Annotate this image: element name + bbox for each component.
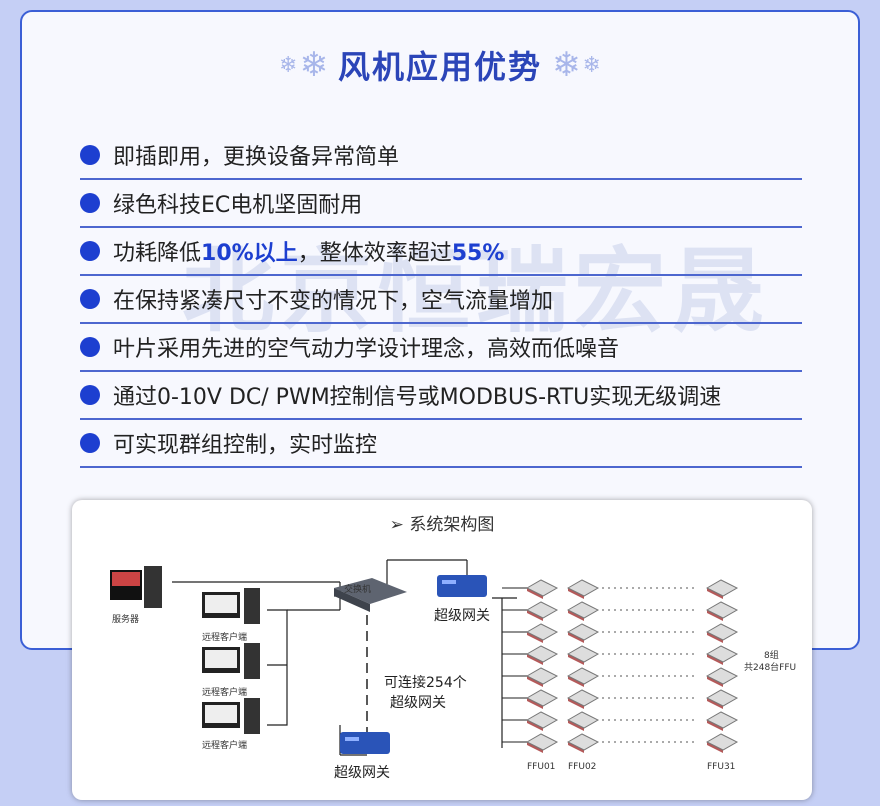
feature-text: 功耗降低10%以上，整体效率超过55%	[113, 235, 504, 267]
feature-text: 可实现群组控制，实时监控	[113, 427, 377, 459]
bullet-dot-icon	[80, 385, 100, 405]
ffu-unit-icon	[705, 645, 739, 665]
group-note: 8组	[764, 651, 779, 661]
bullet-dot-icon	[80, 289, 100, 309]
ffu-unit-icon	[566, 623, 600, 643]
snowflake-right-icon: ❄❄	[552, 45, 601, 85]
bullet-dot-icon	[80, 145, 100, 165]
client-computer-icon	[202, 588, 260, 624]
feature-text-part: 功耗降低	[113, 241, 202, 266]
gateway-label: 超级网关	[434, 608, 490, 624]
ffu-unit-icon	[705, 579, 739, 599]
switch-icon	[334, 578, 407, 612]
feature-item: 功耗降低10%以上，整体效率超过55%	[80, 228, 802, 276]
feature-text-part: ，整体效率超过	[297, 241, 452, 266]
ffu-unit-icon	[525, 579, 559, 599]
feature-item: 通过0-10V DC/ PWM控制信号或MODBUS-RTU实现无级调速	[80, 372, 802, 420]
ffu-unit-icon	[705, 601, 739, 621]
ffu-unit-icon	[705, 623, 739, 643]
client-label: 远程客户端	[202, 741, 248, 751]
feature-text: 即插即用，更换设备异常简单	[113, 139, 399, 171]
feature-text-part: 在保持紧凑尺寸不变的情况下，空气流量增加	[113, 289, 554, 314]
client-icon	[202, 588, 260, 734]
ffu-unit-icon	[566, 689, 600, 709]
watermark: 北京恒瑞宏晟	[182, 238, 771, 345]
ffu-unit-icon	[566, 579, 600, 599]
gateway-bottom-icon	[340, 732, 390, 754]
ffu-unit-icon	[525, 623, 559, 643]
client-label: 远程客户端	[202, 688, 248, 698]
feature-item: 可实现群组控制，实时监控	[80, 420, 802, 468]
line-clients-bus	[267, 609, 288, 726]
ffu-unit-icon	[525, 667, 559, 687]
ffu-unit-icon	[566, 733, 600, 753]
architecture-graphic	[110, 559, 739, 756]
feature-item: 绿色科技EC电机坚固耐用	[80, 180, 802, 228]
ffu-unit-icon	[705, 667, 739, 687]
feature-text-part: 绿色科技EC电机坚固耐用	[113, 193, 363, 218]
ffu-unit-icon	[566, 601, 600, 621]
feature-item: 在保持紧凑尺寸不变的情况下，空气流量增加	[80, 276, 802, 324]
ffu-unit-icon	[566, 667, 600, 687]
gateway-bottom-label: 超级网关	[334, 765, 390, 781]
ffu-unit-icon	[525, 601, 559, 621]
ffu-label: FFU31	[707, 762, 736, 772]
ffu-unit-icon	[525, 645, 559, 665]
bullet-dot-icon	[80, 337, 100, 357]
feature-highlight: 55%	[451, 241, 505, 266]
feature-text-part: 通过0-10V DC/ PWM控制信号或MODBUS-RTU实现无级调速	[113, 385, 722, 410]
feature-text-part: 即插即用，更换设备异常简单	[113, 145, 400, 170]
ffu-label: FFU02	[568, 762, 597, 772]
title-row: ❄❄ 风机应用优势 ❄❄	[22, 42, 858, 88]
ffu-unit-icon	[525, 711, 559, 731]
feature-text-part: 叶片采用先进的空气动力学设计理念，高效而低噪音	[113, 337, 620, 362]
ffu-grid	[502, 579, 739, 753]
bullet-dot-icon	[80, 193, 100, 213]
ffu-unit-icon	[705, 711, 739, 731]
server-label: 服务器	[112, 615, 140, 625]
bullet-dot-icon	[80, 241, 100, 261]
ffu-unit-icon	[566, 645, 600, 665]
bullet-dot-icon	[80, 433, 100, 453]
feature-text: 叶片采用先进的空气动力学设计理念，高效而低噪音	[113, 331, 619, 363]
feature-text-part: 可实现群组控制，实时监控	[113, 433, 378, 458]
ffu-unit-icon	[705, 689, 739, 709]
feature-text: 在保持紧凑尺寸不变的情况下，空气流量增加	[113, 283, 553, 315]
connect-note: 超级网关	[390, 695, 446, 711]
group-note: 共248台FFU	[744, 663, 797, 673]
gateway-icon	[437, 575, 487, 597]
feature-item: 即插即用，更换设备异常简单	[80, 132, 802, 180]
connect-note: 可连接254个	[384, 675, 467, 691]
feature-highlight: 10%以上	[201, 241, 298, 266]
client-computer-icon	[202, 643, 260, 679]
feature-item: 叶片采用先进的空气动力学设计理念，高效而低噪音	[80, 324, 802, 372]
ffu-unit-icon	[525, 689, 559, 709]
ffu-unit-icon	[705, 733, 739, 753]
client-computer-icon	[202, 698, 260, 734]
ffu-unit-icon	[525, 733, 559, 753]
ffu-unit-icon	[566, 711, 600, 731]
page-title: 风机应用优势	[337, 48, 542, 86]
snowflake-left-icon: ❄❄	[279, 45, 328, 85]
feature-text: 通过0-10V DC/ PWM控制信号或MODBUS-RTU实现无级调速	[113, 379, 721, 411]
feature-text: 绿色科技EC电机坚固耐用	[113, 187, 362, 219]
system-architecture-diagram: ➢ 系统架构图 服务器 远程客户端 远程客户端 远程客户端 交换机 超级网关 超…	[72, 500, 812, 800]
diagram-title: ➢ 系统架构图	[389, 515, 495, 535]
ffu-label: FFU01	[527, 762, 556, 772]
server-icon	[110, 566, 162, 608]
client-label: 远程客户端	[202, 633, 248, 643]
feature-list: 即插即用，更换设备异常简单绿色科技EC电机坚固耐用功耗降低10%以上，整体效率超…	[80, 132, 802, 468]
switch-label: 交换机	[344, 585, 372, 595]
